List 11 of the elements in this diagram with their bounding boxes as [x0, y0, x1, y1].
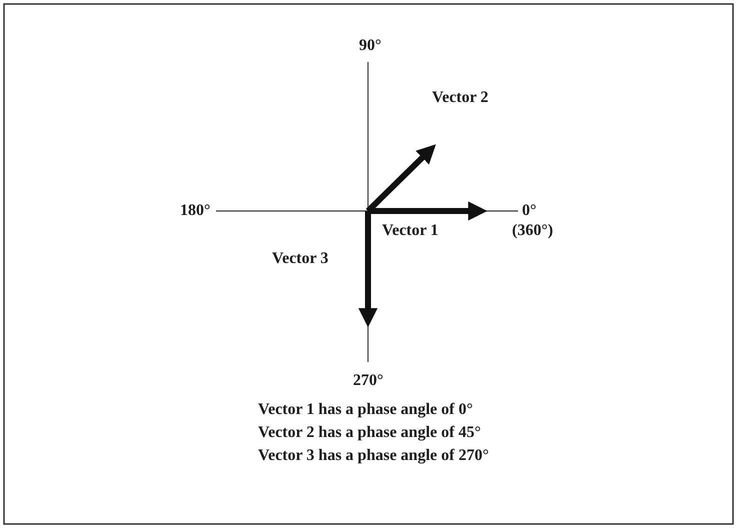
vector-label: Vector 1 [382, 222, 438, 240]
axis-label: 270° [353, 372, 384, 390]
caption-text: Vector 2 has a phase angle of 45° [258, 424, 481, 442]
vector-label: Vector 3 [272, 250, 328, 268]
axis-label: 0° [522, 202, 536, 220]
axis-label: (360°) [512, 222, 554, 240]
caption-text: Vector 1 has a phase angle of 0° [258, 401, 473, 419]
axis-label: 180° [180, 202, 210, 220]
vector-label: Vector 2 [432, 89, 488, 107]
caption-text: Vector 3 has a phase angle of 270° [258, 447, 489, 465]
axis-label: 90° [359, 37, 382, 55]
